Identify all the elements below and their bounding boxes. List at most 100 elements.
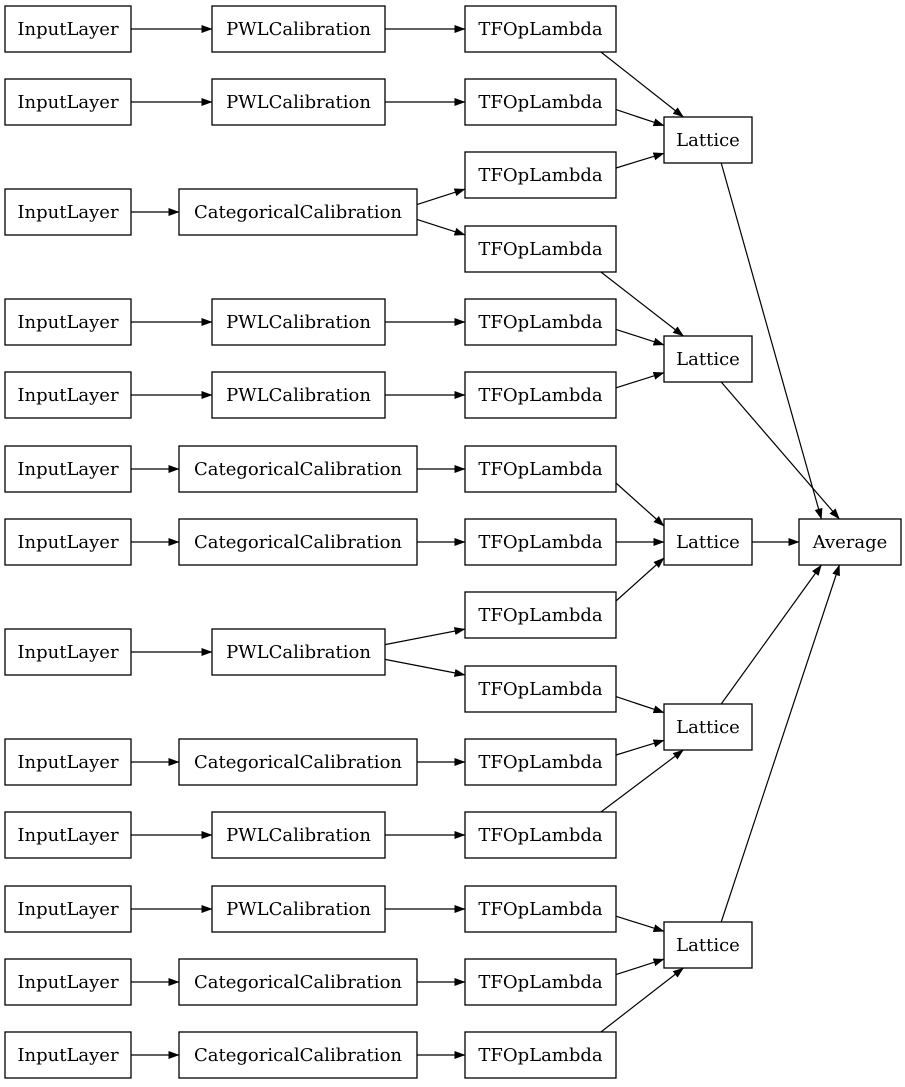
node-label-L5: Lattice: [676, 935, 740, 956]
node-label-c8: PWLCalibration: [226, 642, 371, 663]
node-label-c4: PWLCalibration: [226, 312, 371, 333]
node-box-i7: [4, 518, 132, 566]
node-box-c4: [211, 298, 386, 346]
node-calib-c2: PWLCalibration: [211, 78, 386, 126]
node-label-t10: TFOpLambda: [478, 679, 603, 700]
node-label-i12: InputLayer: [17, 972, 119, 993]
node-lattice-L3: Lattice: [663, 518, 753, 566]
node-label-i1: InputLayer: [17, 19, 119, 40]
node-box-L4: [663, 703, 753, 751]
node-label-t13: TFOpLambda: [478, 899, 603, 920]
node-label-c10: PWLCalibration: [226, 825, 371, 846]
node-box-c12: [178, 958, 418, 1006]
node-input-i11: InputLayer: [4, 885, 132, 933]
node-box-c10: [211, 811, 386, 859]
node-label-c13: CategoricalCalibration: [194, 1045, 402, 1066]
node-lambda-t7: TFOpLambda: [464, 445, 617, 493]
node-label-i6: InputLayer: [17, 459, 119, 480]
node-box-t11: [464, 738, 617, 786]
node-box-c3: [178, 188, 418, 236]
node-lambda-t6: TFOpLambda: [464, 371, 617, 419]
edge-L4-avg: [720, 564, 822, 705]
node-label-i10: InputLayer: [17, 825, 119, 846]
node-box-t13: [464, 885, 617, 933]
node-label-t8: TFOpLambda: [478, 532, 603, 553]
node-box-L3: [663, 518, 753, 566]
node-box-t3: [464, 151, 617, 199]
node-box-t4: [464, 225, 617, 273]
node-box-i10: [4, 811, 132, 859]
edge-t7-L3: [615, 482, 665, 527]
node-calib-c12: CategoricalCalibration: [178, 958, 418, 1006]
node-box-avg: [798, 518, 902, 566]
node-lambda-t5: TFOpLambda: [464, 298, 617, 346]
node-box-t12: [464, 811, 617, 859]
node-label-avg: Average: [812, 532, 888, 553]
node-calib-c10: PWLCalibration: [211, 811, 386, 859]
node-label-L2: Lattice: [676, 349, 740, 370]
node-lambda-t13: TFOpLambda: [464, 885, 617, 933]
node-box-t7: [464, 445, 617, 493]
node-box-i9: [4, 738, 132, 786]
edge-c8-t10: [384, 658, 466, 677]
node-box-c6: [178, 445, 418, 493]
node-label-t4: TFOpLambda: [478, 239, 603, 260]
node-box-t15: [464, 1031, 617, 1079]
node-box-i11: [4, 885, 132, 933]
edge-layer: [131, 25, 840, 1059]
node-label-t11: TFOpLambda: [478, 752, 603, 773]
node-input-i2: InputLayer: [4, 78, 132, 126]
node-box-t6: [464, 371, 617, 419]
node-box-t8: [464, 518, 617, 566]
edge-t15-L5: [600, 967, 684, 1033]
node-box-L2: [663, 335, 753, 383]
node-box-c7: [178, 518, 418, 566]
node-label-c1: PWLCalibration: [226, 19, 371, 40]
node-box-i1: [4, 5, 132, 53]
node-box-c9: [178, 738, 418, 786]
edge-t14-L5: [615, 958, 665, 976]
node-box-c8: [211, 628, 386, 676]
node-box-i5: [4, 371, 132, 419]
node-box-t9: [464, 591, 617, 639]
node-input-i6: InputLayer: [4, 445, 132, 493]
node-input-i10: InputLayer: [4, 811, 132, 859]
node-layer: InputLayerInputLayerInputLayerInputLayer…: [4, 5, 902, 1079]
edge-t13-L5: [615, 915, 665, 932]
node-lambda-t11: TFOpLambda: [464, 738, 617, 786]
node-label-c12: CategoricalCalibration: [194, 972, 402, 993]
node-box-c1: [211, 5, 386, 53]
edge-L2-avg: [720, 381, 840, 520]
node-lambda-t3: TFOpLambda: [464, 151, 617, 199]
node-input-i12: InputLayer: [4, 958, 132, 1006]
node-label-i11: InputLayer: [17, 899, 119, 920]
node-label-L1: Lattice: [676, 130, 740, 151]
node-input-i9: InputLayer: [4, 738, 132, 786]
node-box-i4: [4, 298, 132, 346]
node-label-t6: TFOpLambda: [478, 385, 603, 406]
node-box-t1: [464, 5, 617, 53]
node-label-i8: InputLayer: [17, 642, 119, 663]
node-calib-c4: PWLCalibration: [211, 298, 386, 346]
node-lambda-t15: TFOpLambda: [464, 1031, 617, 1079]
node-calib-c13: CategoricalCalibration: [178, 1031, 418, 1079]
node-box-c13: [178, 1031, 418, 1079]
node-box-i8: [4, 628, 132, 676]
node-label-t1: TFOpLambda: [478, 19, 603, 40]
node-lambda-t14: TFOpLambda: [464, 958, 617, 1006]
node-box-i12: [4, 958, 132, 1006]
edge-t10-L4: [615, 696, 665, 714]
node-lambda-t12: TFOpLambda: [464, 811, 617, 859]
node-lambda-t8: TFOpLambda: [464, 518, 617, 566]
node-label-L3: Lattice: [676, 532, 740, 553]
node-label-t12: TFOpLambda: [478, 825, 603, 846]
node-lattice-L1: Lattice: [663, 116, 753, 164]
node-label-t7: TFOpLambda: [478, 459, 603, 480]
node-calib-c8: PWLCalibration: [211, 628, 386, 676]
node-box-L5: [663, 921, 753, 969]
node-label-c3: CategoricalCalibration: [194, 202, 402, 223]
node-label-c5: PWLCalibration: [226, 385, 371, 406]
edge-L5-avg: [720, 564, 840, 923]
node-input-i8: InputLayer: [4, 628, 132, 676]
